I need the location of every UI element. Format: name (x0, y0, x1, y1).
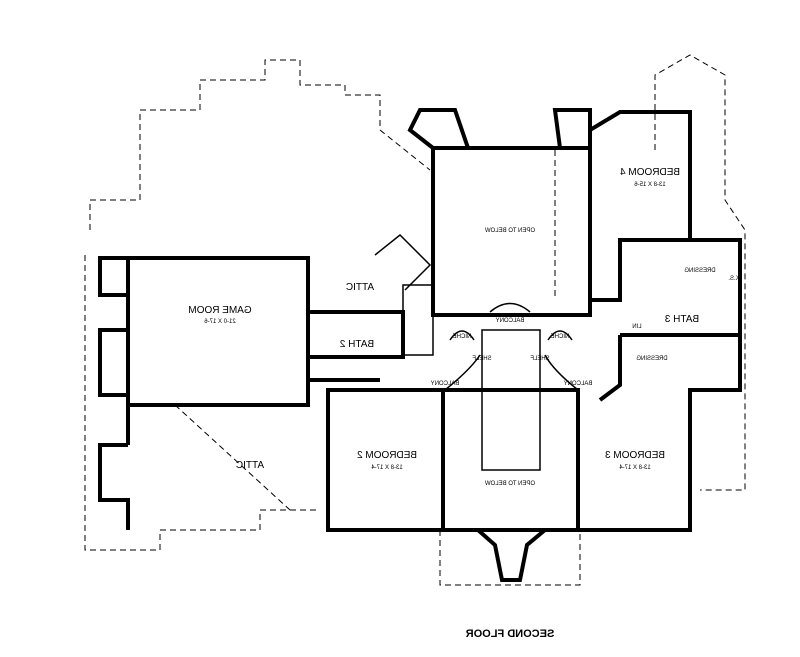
attic-bottom-label: ATTIC (236, 460, 264, 471)
bath3-label: BATH 3 (664, 314, 699, 325)
balcony-top-label: BALCONY (496, 318, 525, 324)
niche-right-label: NICHE (551, 334, 570, 340)
shelf-right-label: SHELF (530, 356, 550, 362)
bedroom2-size: 13-8 X 17-4 (371, 465, 403, 471)
walls (98, 108, 742, 582)
niche-left-label: NICHE (453, 334, 472, 340)
ks-label: K.S. (728, 276, 740, 282)
dressing-label: DRESSING (684, 268, 716, 274)
floor-title: SECOND FLOOR (466, 628, 555, 640)
shelf-left-label: SHELF (472, 356, 492, 362)
open-to-below-lower: OPEN TO BELOW (485, 481, 535, 487)
bedroom4-size: 13-8 X 15-6 (634, 182, 666, 188)
balcony-right-label: BALCONY (564, 381, 593, 387)
game-room-size: 21-0 X 17-6 (204, 319, 236, 325)
attic-top-label: ATTIC (346, 282, 374, 293)
game-room-label: GAME ROOM (188, 305, 251, 316)
bedroom3-size: 13-8 X 17-4 (619, 465, 651, 471)
bedroom3-label: BEDROOM 3 (605, 450, 665, 461)
bath2-label: BATH 2 (339, 339, 374, 350)
open-to-below-upper: OPEN TO BELOW (485, 228, 535, 234)
roof-outline (84, 54, 746, 586)
lin-label: LIN (632, 324, 641, 330)
dressing2-label: DRESSING (636, 356, 668, 362)
room-labels: BEDROOM 4 13-8 X 15-6 OPEN TO BELOW ATTI… (188, 167, 739, 640)
bedroom4-label: BEDROOM 4 (620, 167, 680, 178)
bedroom2-label: BEDROOM 2 (357, 450, 417, 461)
balcony-left-label: BALCONY (431, 381, 460, 387)
